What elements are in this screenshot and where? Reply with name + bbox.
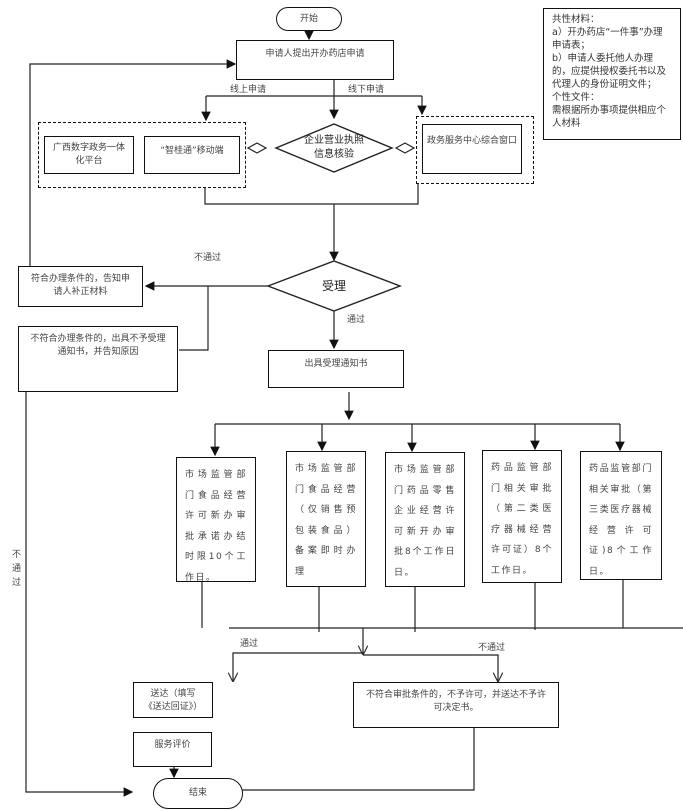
approval-label: 市场监管部门药品零售企业经营许可新开办审批8个工作日日。 <box>394 465 456 578</box>
reject-permit-box: 不符合审批条件的，不予许可，并送达不予许可决定书。 <box>353 682 559 728</box>
end-node: 结束 <box>153 778 243 809</box>
service-window-box: 政务服务中心综合窗口 <box>422 124 522 174</box>
zhiguitong-box: “智桂通”移动端 <box>144 136 240 174</box>
service-window-label: 政务服务中心综合窗口 <box>427 136 518 146</box>
verify-label: 企业营业执照信息核验 <box>304 135 364 160</box>
approval-box-device-2: 药品监管部门相关审批（第二类医疗器械经营许可证）8个工作日。 <box>482 450 562 583</box>
approval-box-drug-retail: 市场监管部门药品零售企业经营许可新开办审批8个工作日日。 <box>385 452 465 587</box>
gx-platform-label: 广西数字政务一体化平台 <box>52 143 125 166</box>
approval-box-food: 市场监管部门食品经营许可新办审批承诺办结时限10个工作日。 <box>176 457 256 583</box>
reject-accept-box: 不符合办理条件的，出具不予受理通知书，并告知原因 <box>18 326 178 392</box>
approval-box-device-3: 药品监管部门相关审批（第三类医疗器械经营许可证)8个工作日。 <box>580 451 662 580</box>
personal-text: 需根据所办事项提供相应个人材料 <box>552 105 667 129</box>
online-label: 线上申请 <box>230 85 267 95</box>
deliver-box: 送达（填写《送达回证》） <box>133 682 213 718</box>
accept-notice-label: 出具受理通知书 <box>304 359 368 369</box>
end-label: 结束 <box>188 788 207 798</box>
start-label: 开始 <box>299 13 318 24</box>
materials-item-b: b）申请人委托他人办理的，应提供授权委托书以及代理人的身份证明文件； <box>552 53 667 90</box>
offline-group <box>416 116 534 184</box>
fail-label: 不通过 <box>194 253 222 263</box>
reject-permit-label: 不符合审批条件的，不予许可，并送达不予许可决定书。 <box>366 690 547 713</box>
approval-box-food-record: 市场监管部门食品经营（仅销售预包装食品）备案即时办理 <box>286 451 366 587</box>
start-node: 开始 <box>276 7 342 31</box>
gx-platform-box: 广西数字政务一体化平台 <box>44 136 134 174</box>
evaluate-label: 服务评价 <box>154 740 191 750</box>
zhiguitong-label: “智桂通”移动端 <box>160 146 224 156</box>
approval-label: 市场监管部门食品经营（仅销售预包装食品）备案即时办理 <box>295 464 357 577</box>
supplement-label: 符合办理条件的，告知申请人补正材料 <box>30 274 130 297</box>
offline-label: 线下申请 <box>348 85 385 95</box>
pass-label-2: 通过 <box>240 639 259 649</box>
left-fail-label: 不通过 <box>12 550 22 588</box>
materials-note: 共性材料： a）开办药店“一件事”办理申请表； b）申请人委托他人办理的，应提供… <box>543 8 681 140</box>
deliver-label: 送达（填写《送达回证》） <box>143 689 203 712</box>
apply-box: 申请人提出开办药店申请 <box>236 40 394 80</box>
approval-label: 市场监管部门食品经营许可新办审批承诺办结时限10个工作日。 <box>185 470 247 583</box>
online-group <box>38 122 246 188</box>
materials-title: 共性材料： <box>552 14 600 25</box>
materials-item-a: a）开办药店“一件事”办理申请表； <box>552 27 663 51</box>
apply-label: 申请人提出开办药店申请 <box>265 49 365 59</box>
reject-accept-label: 不符合办理条件的，出具不予受理通知书，并告知原因 <box>30 334 166 357</box>
evaluate-box: 服务评价 <box>133 732 212 767</box>
accept-label: 受理 <box>321 279 346 293</box>
approval-label: 药品监管部门相关审批（第二类医疗器械经营许可证）8个工作日。 <box>491 463 553 576</box>
pass-label: 通过 <box>347 315 366 325</box>
fail-label-2: 不通过 <box>478 643 506 653</box>
accept-notice-box: 出具受理通知书 <box>268 350 404 388</box>
supplement-box: 符合办理条件的，告知申请人补正材料 <box>18 266 143 307</box>
approval-label: 药品监管部门相关审批（第三类医疗器械经营许可证)8个工作日。 <box>589 464 653 577</box>
personal-title: 个性文件： <box>552 92 600 103</box>
